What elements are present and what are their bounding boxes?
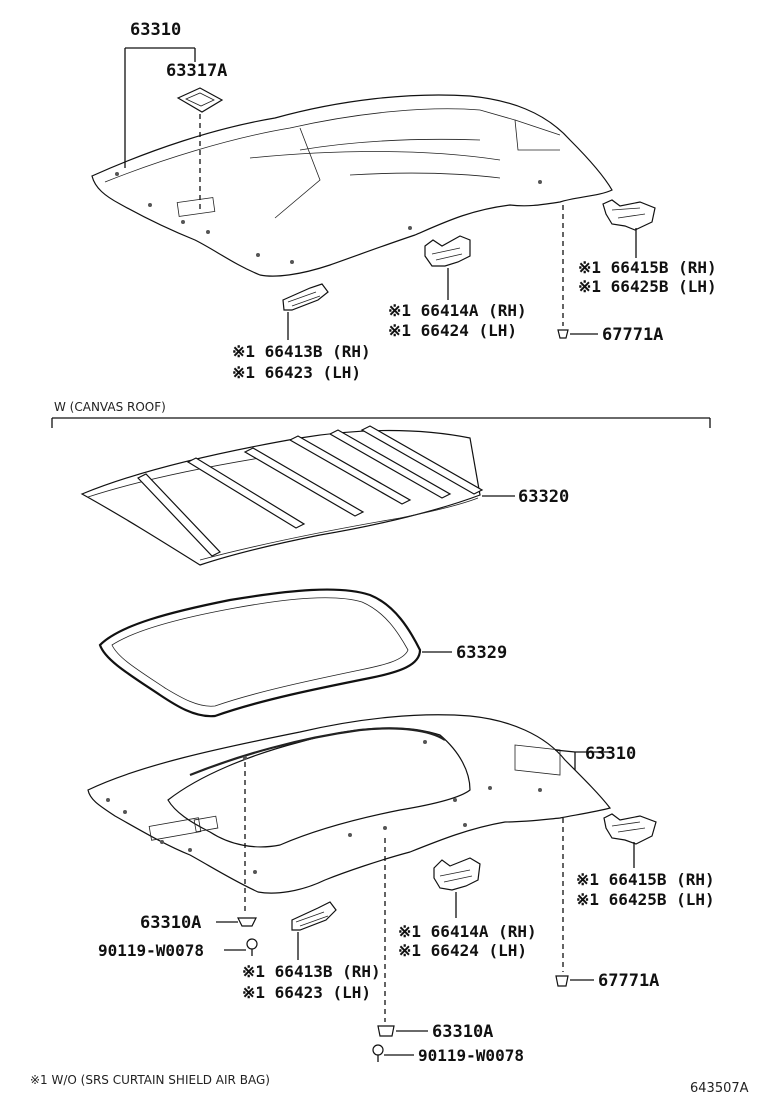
clip-bottom	[555, 975, 569, 987]
label-66413b-rh-bottom: ※1 66413B (RH)	[242, 962, 381, 981]
headliner-top	[91, 94, 613, 277]
label-66425b-lh-bottom: ※1 66425B (LH)	[576, 890, 715, 909]
footnote: ※1 W/O (SRS CURTAIN SHIELD AIR BAG)	[30, 1073, 270, 1087]
screw-bottom	[372, 1044, 384, 1062]
label-90119-left: 90119-W0078	[98, 941, 204, 960]
screw-left	[246, 938, 258, 956]
bracket-mid-top	[424, 235, 471, 267]
label-66424-lh-top: ※1 66424 (LH)	[388, 321, 517, 340]
label-66414a-rh-bottom: ※1 66414A (RH)	[398, 922, 537, 941]
label-67771a-top: 67771A	[602, 325, 663, 345]
seal: 63329	[98, 588, 507, 718]
label-63310a-left: 63310A	[140, 913, 201, 933]
bracket-mid-bottom	[433, 857, 481, 891]
figure-code: 643507A	[690, 1081, 749, 1096]
label-66425b-lh-top: ※1 66425B (LH)	[578, 277, 717, 296]
label-66423-lh-top: ※1 66423 (LH)	[232, 363, 361, 382]
fastener-left	[237, 917, 257, 927]
section-header: W (CANVAS ROOF)	[54, 400, 166, 414]
section-canvas-roof: W (CANVAS ROOF)	[51, 400, 711, 428]
label-63317a: 63317A	[166, 61, 227, 81]
label-66413b-rh-top: ※1 66413B (RH)	[232, 342, 371, 361]
clip-top	[557, 329, 569, 339]
label-90119-bottom: 90119-W0078	[418, 1046, 524, 1065]
label-67771a-bottom: 67771A	[598, 971, 659, 991]
label-66423-lh-bottom: ※1 66423 (LH)	[242, 983, 371, 1002]
bracket-front-top	[282, 283, 329, 311]
label-66424-lh-bottom: ※1 66424 (LH)	[398, 941, 527, 960]
label-63310-top: 63310	[130, 20, 181, 40]
fastener-bottom	[377, 1025, 395, 1037]
label-66415b-rh-bottom: ※1 66415B (RH)	[576, 870, 715, 889]
bracket-rear-top	[602, 199, 656, 231]
top-assembly: 63310 63317A ※1 66415B (RH) ※1 66425B (L…	[91, 20, 717, 382]
label-63310-bottom: 63310	[585, 744, 636, 764]
canvas-panel: 63320	[80, 425, 569, 566]
bottom-assembly: 63310 ※1 66415B (RH) ※1 66425B (LH) ※1 6…	[87, 714, 715, 1065]
lamp-base-part	[176, 87, 224, 113]
label-66415b-rh-top: ※1 66415B (RH)	[578, 258, 717, 277]
bracket-front-bottom	[291, 901, 337, 931]
label-66414a-rh-top: ※1 66414A (RH)	[388, 301, 527, 320]
label-63329: 63329	[456, 643, 507, 663]
bracket-rear-bottom	[603, 813, 657, 845]
label-63310a-bottom: 63310A	[432, 1022, 493, 1042]
label-63320: 63320	[518, 487, 569, 507]
